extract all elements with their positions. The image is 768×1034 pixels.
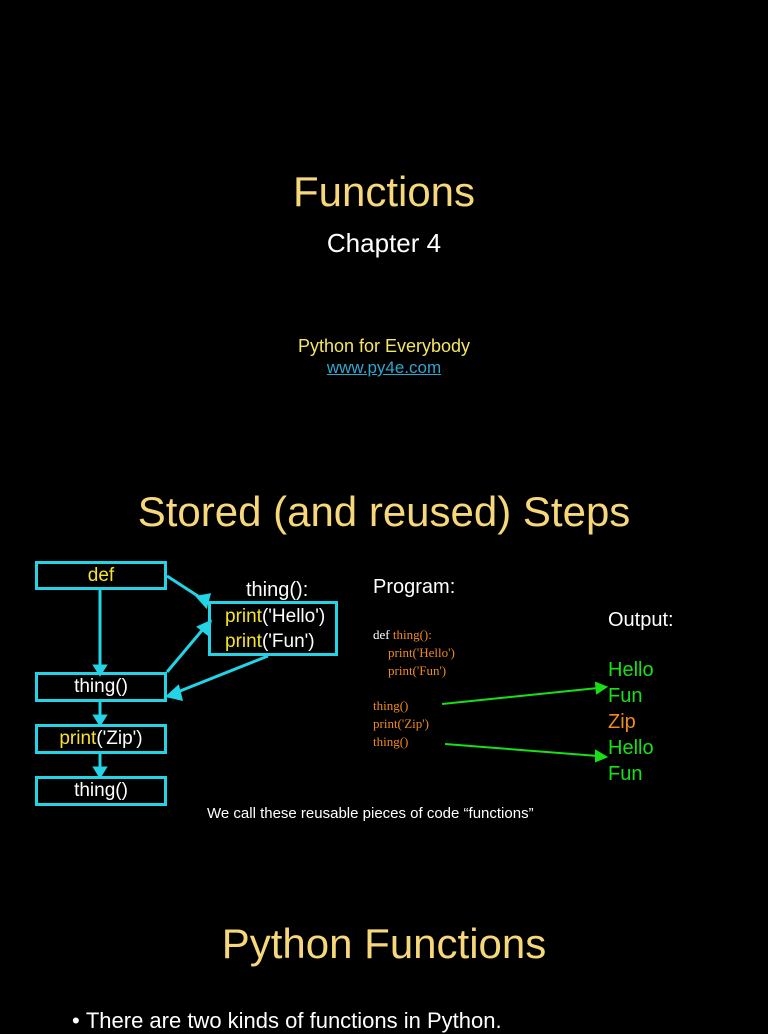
- slide3-title: Python Functions: [221, 920, 547, 967]
- body-line-1: print('Hello'): [225, 606, 326, 627]
- code-call-2: print('Zip'): [373, 716, 429, 731]
- def-box: def: [35, 561, 167, 590]
- code-call-3: thing(): [373, 734, 409, 749]
- slide2-title: Stored (and reused) Steps: [137, 488, 631, 535]
- program-calls: thing() print('Zip') thing(): [373, 697, 429, 751]
- bullet-text: There are two kinds of functions in Pyth…: [85, 1008, 502, 1033]
- output-lines: Hello Fun Zip Hello Fun: [608, 657, 654, 787]
- slide1-subtitle: Chapter 4: [326, 228, 442, 258]
- code-body-line-2: print('Fun'): [388, 663, 447, 678]
- program-label: Program:: [373, 576, 456, 598]
- code-call-1: thing(): [373, 698, 409, 713]
- bullet-dot: •: [72, 1008, 86, 1033]
- call-box-2: thing(): [35, 776, 167, 806]
- flow-arrows: [92, 574, 609, 779]
- code-body-line-1: print('Hello'): [388, 645, 455, 660]
- output-label: Output:: [608, 609, 674, 631]
- slide1-title: Functions: [292, 168, 476, 215]
- slide3-bullet: • There are two kinds of functions in Py…: [72, 1008, 502, 1034]
- function-name: thing():: [246, 579, 309, 601]
- def-keyword: def: [87, 565, 115, 586]
- output-line: Fun: [608, 763, 643, 785]
- output-line: Zip: [608, 711, 636, 733]
- call-box-1: thing(): [35, 672, 167, 702]
- output-line: Hello: [608, 737, 654, 759]
- output-line: Hello: [608, 659, 654, 681]
- print-zip-box: print('Zip'): [35, 724, 167, 754]
- code-def-line: def thing():: [373, 627, 432, 642]
- function-body-box: print('Hello') print('Fun'): [208, 601, 338, 656]
- output-line: Fun: [608, 685, 643, 707]
- book-title: Python for Everybody: [297, 336, 471, 356]
- book-url-link[interactable]: www.py4e.com: [326, 358, 442, 377]
- body-line-2: print('Fun'): [225, 631, 315, 652]
- program-code: def thing(): print('Hello') print('Fun'): [373, 626, 455, 680]
- slide2-caption: We call these reusable pieces of code “f…: [207, 805, 534, 822]
